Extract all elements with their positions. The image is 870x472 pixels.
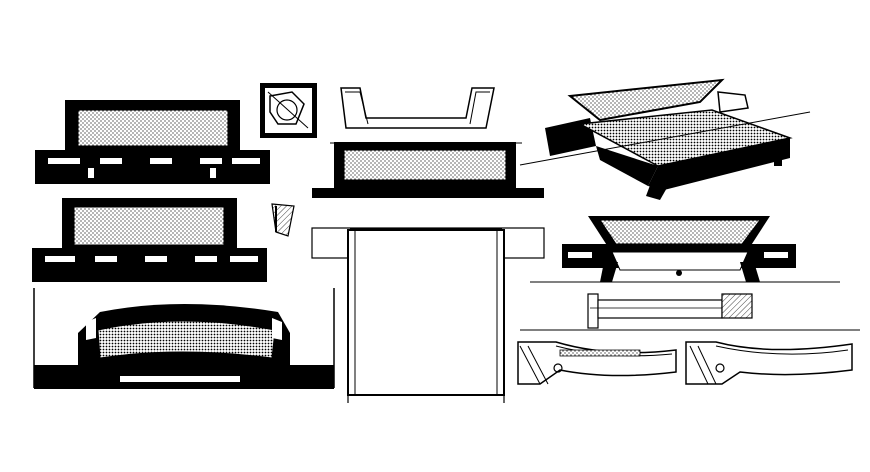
front-elevation-top [35,100,270,184]
front-elevation-middle [32,198,267,282]
side-section-curved [33,288,335,389]
leg-profile-right [685,341,853,385]
corner-joint-detail [271,203,295,237]
isometric-bed [519,78,811,200]
rail-section [520,293,860,331]
headboard-detail [260,83,317,138]
bed-top-center [312,87,544,198]
leg-profile-left [517,341,677,385]
side-elevation-right [530,216,840,283]
bed-plan-view [311,227,545,403]
